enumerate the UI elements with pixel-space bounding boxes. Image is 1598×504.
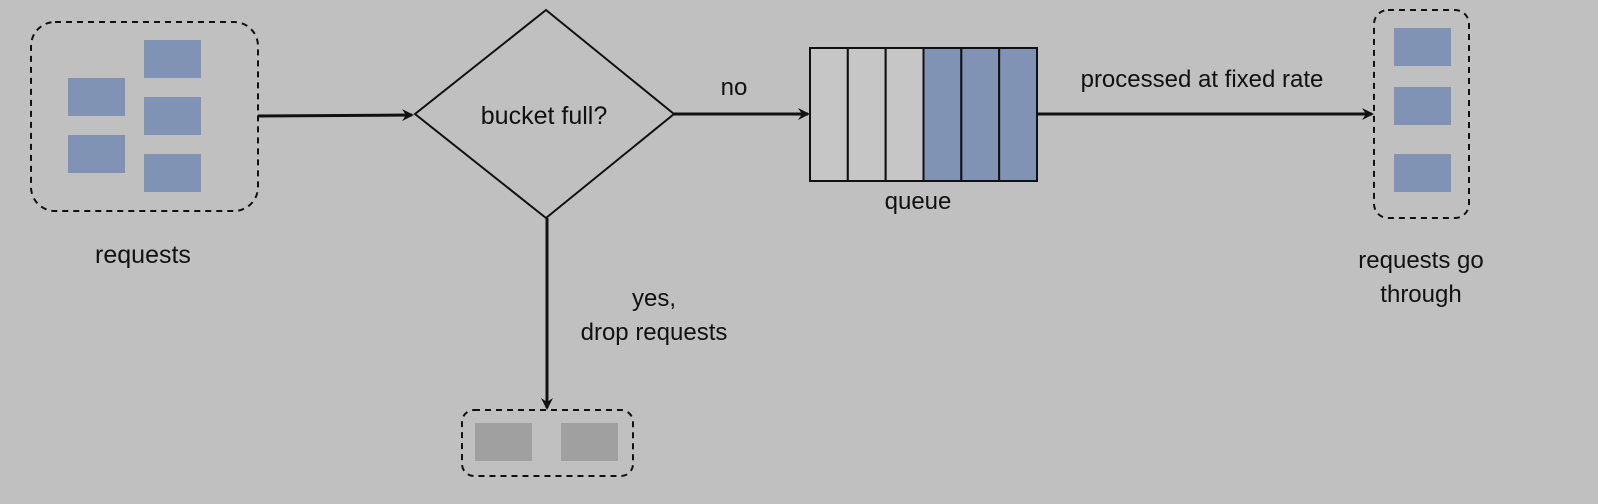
queue-slots [809,47,1038,182]
edge-label-no: no [721,74,748,101]
edge-label-drop-line1: yes, [632,285,676,312]
request-block [68,78,125,116]
queue-label: queue [885,188,952,215]
requests-container [30,21,259,212]
queue-slot-empty [809,47,849,182]
dropped-requests-group [461,409,634,477]
decision-group: bucket full? [413,8,676,220]
queue-group: queue [809,47,1038,215]
edge-label-processed: processed at fixed rate [1081,66,1324,93]
decision-label: bucket full? [481,102,607,130]
queue-slot-filled [998,47,1038,182]
queue-slot-filled [960,47,1001,182]
passed-request-block [1394,28,1451,66]
requests-label: requests [95,241,191,269]
edge-label-drop-line2: drop requests [581,319,728,346]
dropped-request-block [475,423,532,461]
passed-label-line2: through [1380,281,1461,308]
passed-request-block [1394,154,1451,192]
request-block [144,97,201,135]
passed-label-line1: requests go [1358,247,1483,274]
passed-requests-group: requests go through [1358,9,1484,308]
queue-slot-empty [846,47,887,182]
dropped-request-block [561,423,618,461]
queue-slot-filled [922,47,963,182]
request-block [68,135,125,173]
passed-requests-container [1373,9,1470,219]
dropped-requests-container [461,409,634,477]
passed-request-block [1394,87,1451,125]
request-block [144,40,201,78]
request-block [144,154,201,192]
requests-group: requests [30,21,259,269]
arrow-requests-to-decision [257,109,414,122]
queue-slot-empty [884,47,925,182]
